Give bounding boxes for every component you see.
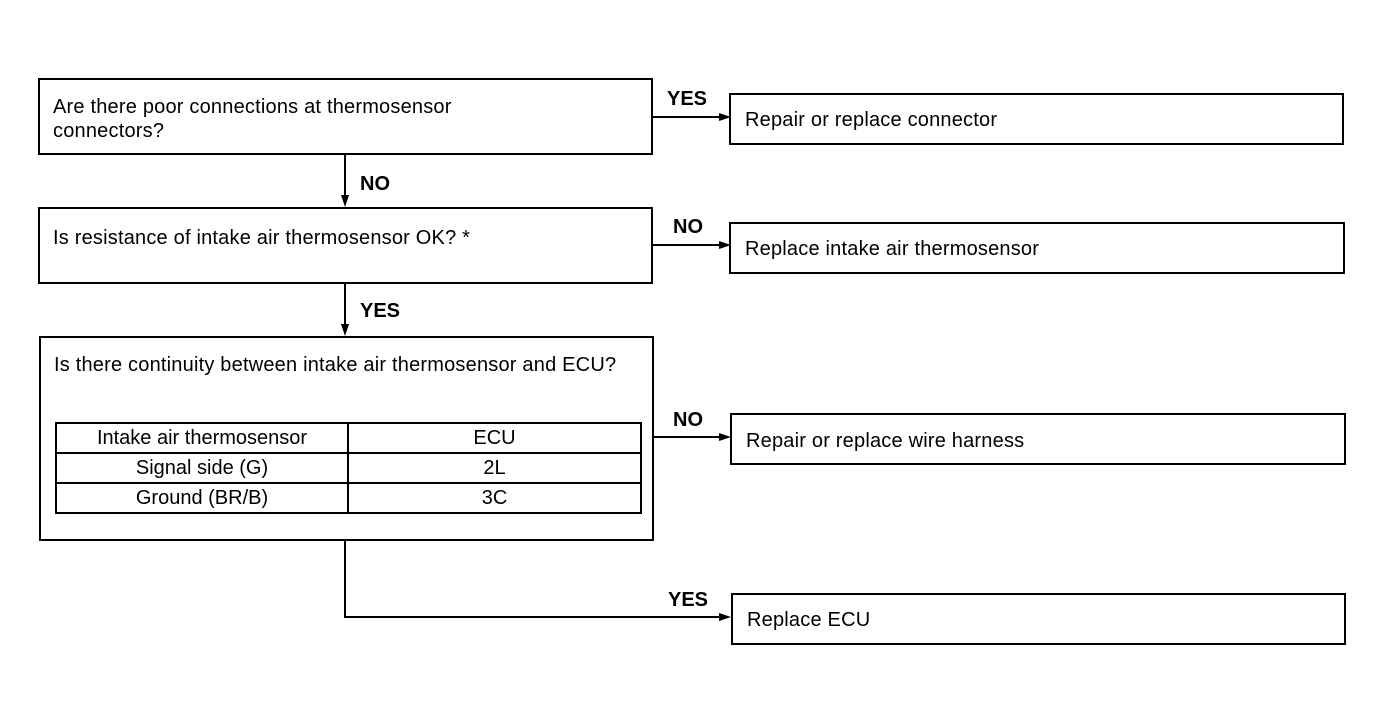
action-box-1: Repair or replace connector [729, 93, 1344, 145]
table-header-row: Intake air thermosensor ECU [55, 422, 642, 454]
connector-q3-yes [344, 540, 722, 618]
question-text-3: Is there continuity between intake air t… [54, 354, 617, 376]
action-text-3: Repair or replace wire harness [746, 430, 1025, 452]
label-q3-no: NO [673, 409, 703, 431]
action-box-2: Replace intake air thermosensor [729, 222, 1345, 274]
label-q3-yes: YES [668, 589, 709, 611]
arrowhead-q3-no [719, 433, 731, 441]
table-row: Signal side (G) 2L [55, 452, 642, 484]
label-q1-no: NO [360, 173, 390, 195]
arrowhead-q2-no [719, 241, 731, 249]
action-text-1: Repair or replace connector [745, 109, 998, 131]
question-text-2: Is resistance of intake air thermosensor… [53, 227, 471, 249]
label-q2-yes: YES [360, 300, 401, 322]
action-text-4: Replace ECU [747, 609, 871, 631]
label-q1-yes: YES [667, 88, 708, 110]
table-header: ECU [347, 422, 642, 454]
table-header: Intake air thermosensor [55, 422, 349, 454]
table-cell: Ground (BR/B) [55, 482, 349, 514]
label-q2-no: NO [673, 216, 703, 238]
table-cell: 2L [347, 452, 642, 484]
table-cell: Signal side (G) [55, 452, 349, 484]
action-box-3: Repair or replace wire harness [730, 413, 1346, 465]
arrowhead-q3-yes [719, 613, 731, 621]
question-box-2: Is resistance of intake air thermosensor… [38, 207, 653, 284]
action-box-4: Replace ECU [731, 593, 1346, 645]
arrowhead-q1-yes [719, 113, 731, 121]
arrowhead-q1-no [341, 195, 349, 207]
question-text-1: Are there poor connections at thermosens… [53, 96, 452, 142]
connection-table: Intake air thermosensor ECU Signal side … [55, 422, 642, 514]
question-box-1: Are there poor connections at thermosens… [38, 78, 653, 155]
table-cell: 3C [347, 482, 642, 514]
table-row: Ground (BR/B) 3C [55, 482, 642, 514]
question-box-3: Is there continuity between intake air t… [39, 336, 654, 541]
action-text-2: Replace intake air thermosensor [745, 238, 1040, 260]
arrowhead-q2-yes [341, 324, 349, 336]
